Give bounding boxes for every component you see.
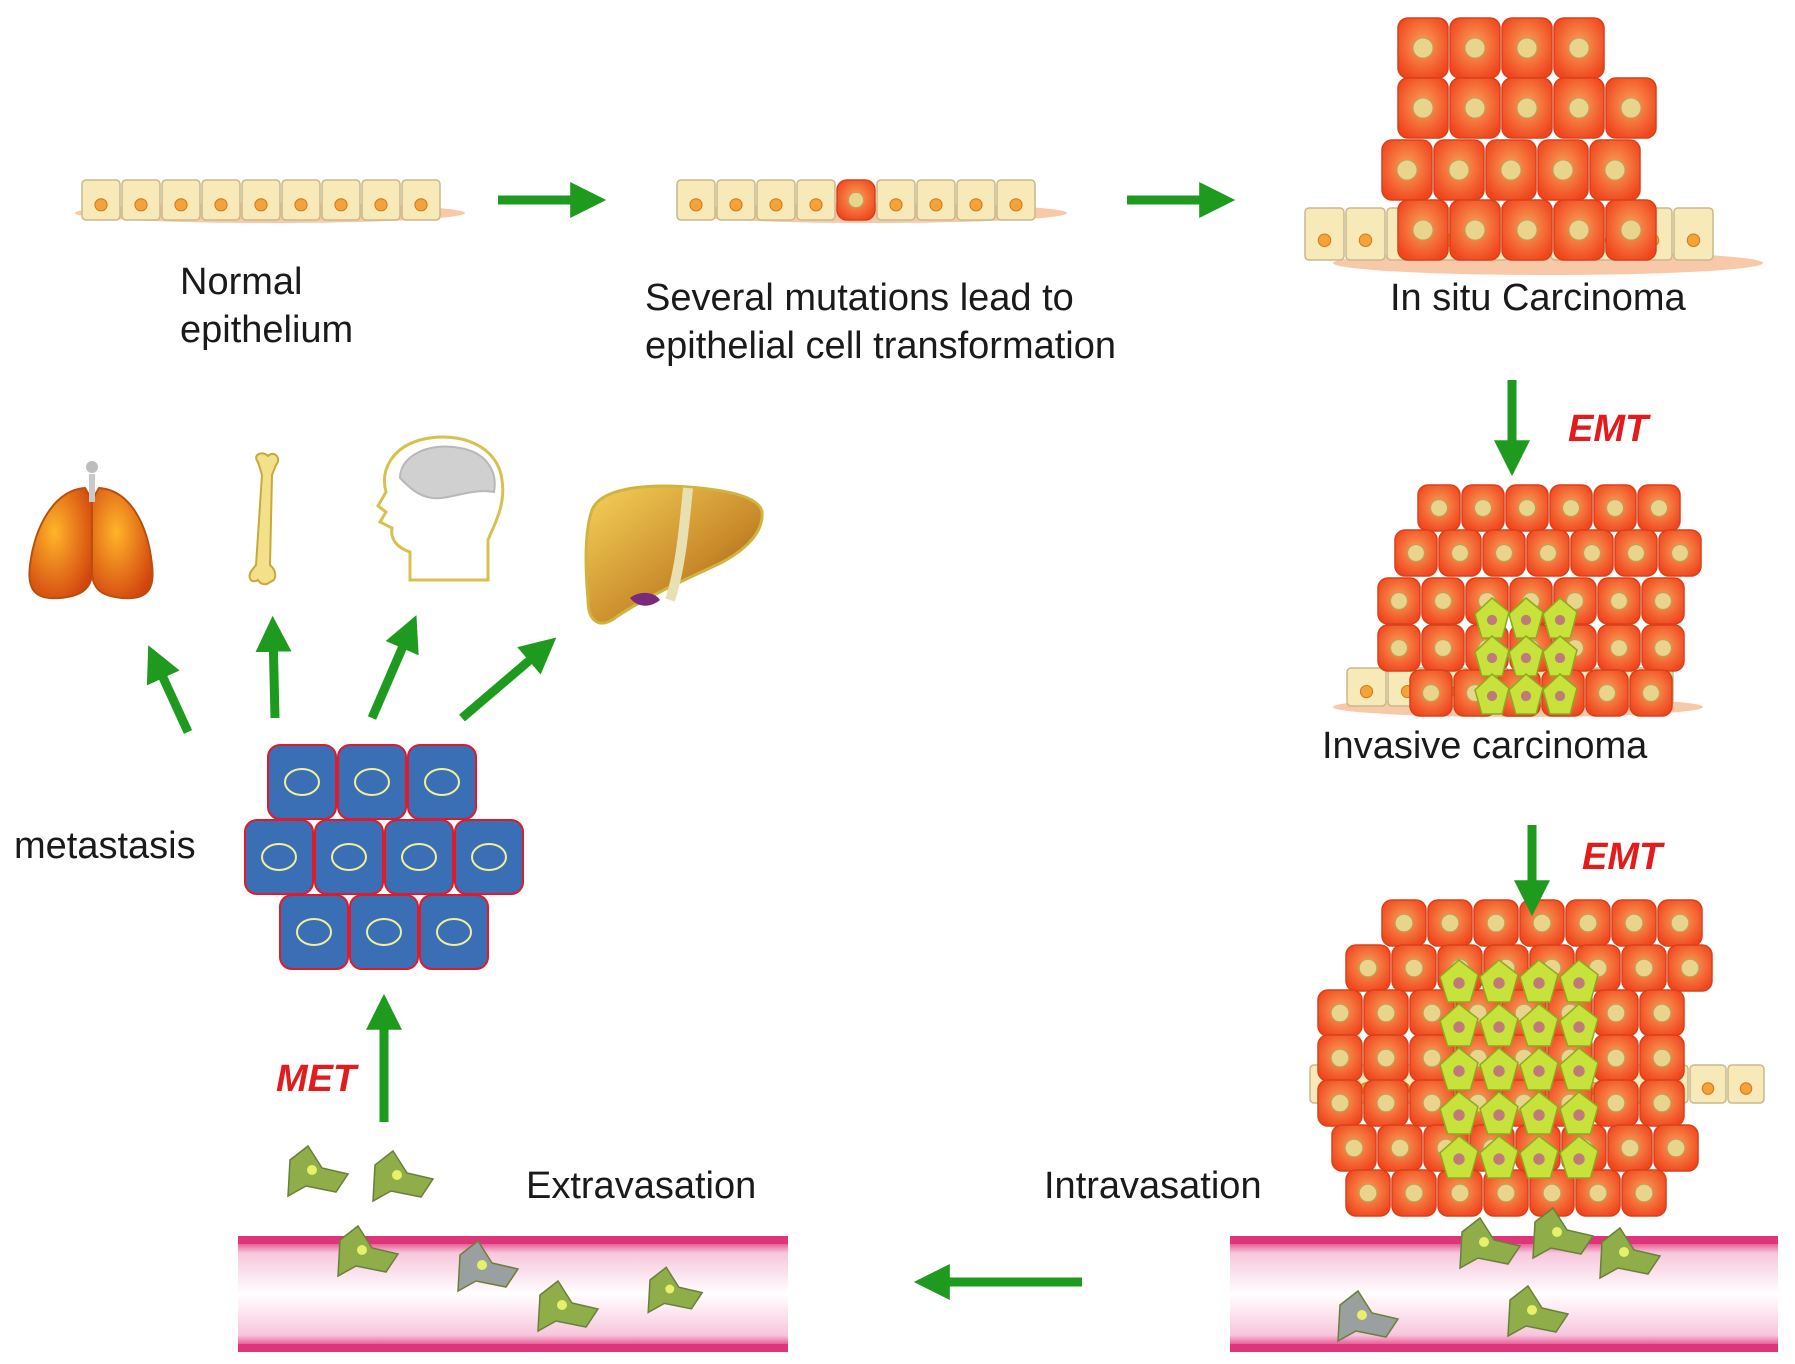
metastatic-cell xyxy=(267,744,337,820)
metastatic-cell xyxy=(337,744,407,820)
intravasation-figure xyxy=(1230,899,1778,1352)
metastasis-label: metastasis xyxy=(14,825,196,867)
emt-label-1: EMT xyxy=(1568,408,1649,450)
invasive-carcinoma-label: Invasive carcinoma xyxy=(1322,725,1648,767)
metastatic-cell xyxy=(314,819,384,895)
mutations-label-line2: epithelial cell transformation xyxy=(645,325,1117,367)
extravasation-label: Extravasation xyxy=(526,1165,757,1207)
in-situ-carcinoma-figure xyxy=(1304,17,1763,275)
extravasation-figure xyxy=(238,1144,788,1352)
migrating-cell xyxy=(1599,1226,1662,1280)
met-label: MET xyxy=(276,1058,357,1100)
arrow-to-liver xyxy=(459,637,557,722)
metastatic-cell xyxy=(349,894,419,970)
migrating-cell xyxy=(647,1266,704,1314)
mutated-epithelium-layer xyxy=(676,179,1067,223)
brain-icon xyxy=(376,435,505,582)
migrating-cell xyxy=(537,1279,600,1333)
migrating-cell xyxy=(1507,1284,1570,1338)
metastatic-cell xyxy=(244,819,314,895)
bone-icon xyxy=(248,452,280,586)
metastatic-cell xyxy=(419,894,489,970)
arrow-to-lung xyxy=(146,645,193,734)
metastatic-cell xyxy=(279,894,349,970)
migrating-cell xyxy=(337,1224,400,1278)
in-situ-carcinoma-label: In situ Carcinoma xyxy=(1390,277,1686,319)
lung-icon xyxy=(28,461,154,600)
blood-vessel-left xyxy=(238,1240,788,1348)
normal-epithelium-label-line1: Normal xyxy=(180,261,303,303)
migrating-cell xyxy=(1532,1206,1595,1260)
metastatic-cell xyxy=(407,744,477,820)
arrows xyxy=(146,182,1550,1300)
intravasation-label: Intravasation xyxy=(1044,1165,1262,1207)
normal-epithelium-layer xyxy=(75,179,465,223)
emt-label-2: EMT xyxy=(1582,836,1663,878)
migrating-cell xyxy=(1337,1289,1400,1343)
migrating-cell xyxy=(287,1144,350,1198)
liver-icon xyxy=(584,484,764,625)
arrow-to-brain xyxy=(367,615,419,720)
migrating-cell xyxy=(372,1149,435,1203)
arrow-to-bone xyxy=(255,615,292,719)
metastatic-cell xyxy=(384,819,454,895)
normal-epithelium-label-line2: epithelium xyxy=(180,309,354,351)
migrating-cell xyxy=(457,1239,520,1293)
mutations-label-line1: Several mutations lead to xyxy=(645,277,1074,319)
metastatic-cell xyxy=(454,819,524,895)
invasive-carcinoma-figure xyxy=(1333,484,1703,717)
migrating-cell xyxy=(1459,1216,1522,1270)
metastatic-colony xyxy=(244,744,524,970)
